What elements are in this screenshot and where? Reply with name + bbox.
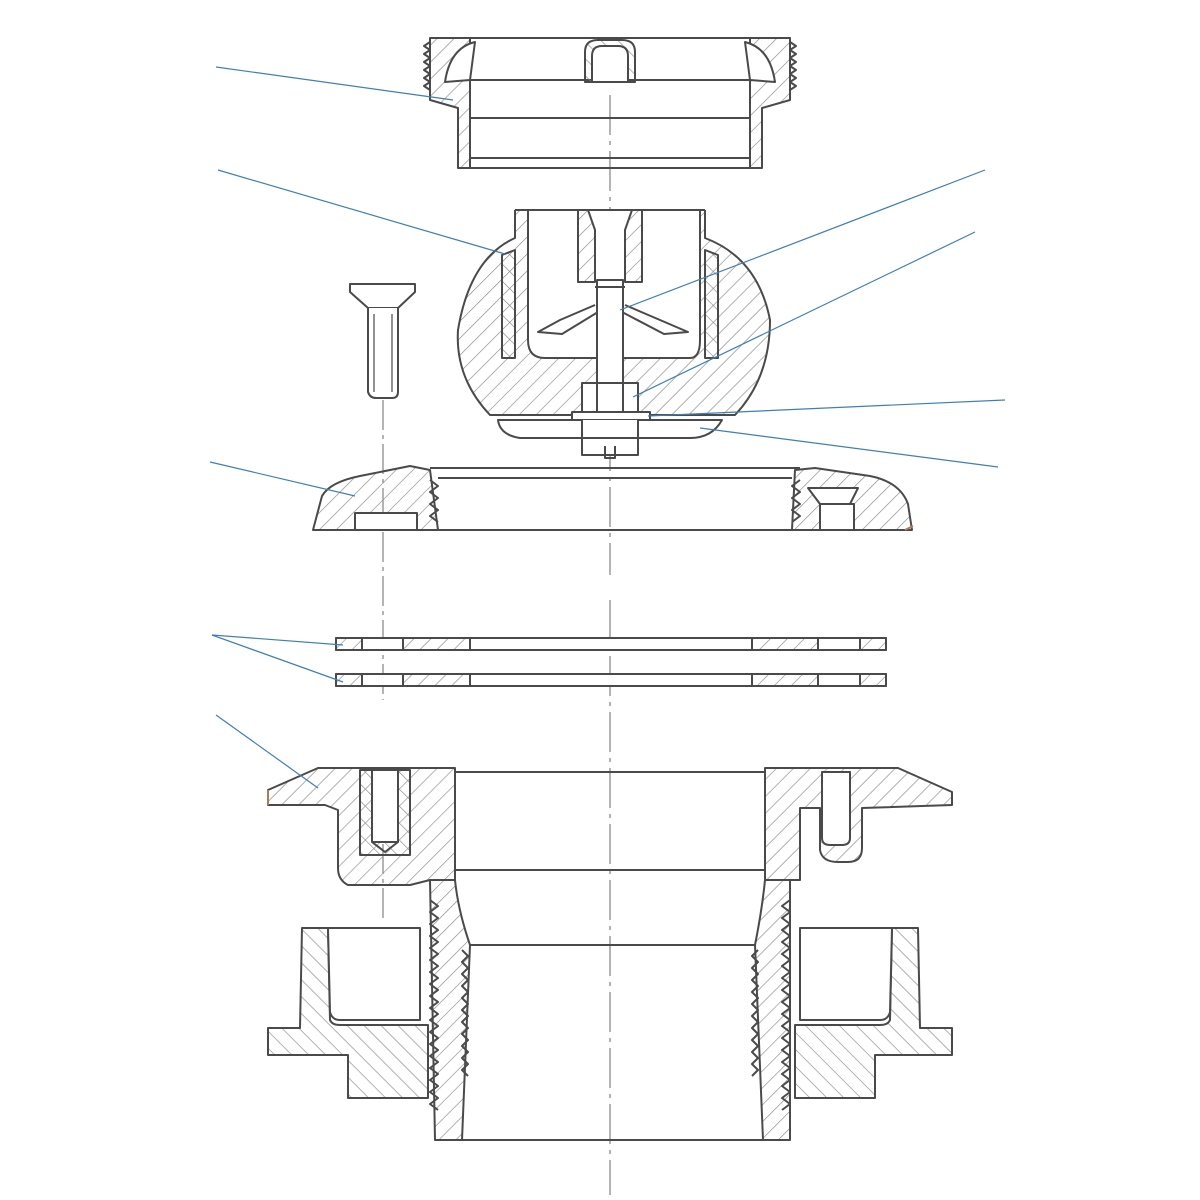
body-screw-hole-bottom	[371, 841, 399, 853]
leader-line-cap	[215, 66, 454, 101]
cap-nub-inner	[591, 45, 629, 83]
locknut-right	[794, 927, 953, 1099]
leader-line-body-flange	[215, 714, 319, 789]
accent-marks	[267, 525, 914, 805]
body-right-wall	[754, 879, 791, 1141]
leader-line-gasket-lower	[211, 634, 344, 683]
gasket-lower-seg-2	[402, 673, 471, 687]
spring-leg-right	[621, 304, 689, 335]
top-threaded-cap	[423, 37, 797, 169]
cap-left-thread	[423, 41, 431, 91]
body-flange-right	[764, 767, 953, 881]
stem-housing-left	[577, 209, 596, 283]
hex-nut	[581, 382, 639, 416]
countersunk-screw	[349, 283, 416, 399]
leader-line-stem	[619, 169, 986, 311]
body-left-thread	[429, 899, 439, 1111]
locknut-left	[267, 927, 429, 1099]
cap-left-curve	[444, 41, 476, 83]
leader-line-gasket-upper	[211, 634, 344, 646]
screw-head	[349, 283, 416, 309]
body-flange	[267, 767, 953, 886]
gasket-upper-seg-1	[335, 637, 363, 651]
gasket-lower-seg-1	[335, 673, 363, 687]
stem-slot	[604, 446, 616, 459]
flange-screw-slot	[354, 512, 418, 531]
leader-line-disc	[699, 427, 999, 468]
cap-right-curve	[744, 41, 776, 83]
cap-right-thread	[789, 41, 797, 91]
body-right-pocket	[821, 771, 851, 846]
washer	[571, 411, 651, 421]
stem-housing-right	[624, 209, 643, 283]
leader-lines	[209, 66, 1006, 789]
flange-left-thread	[429, 479, 439, 523]
dome-left-groove	[501, 249, 516, 359]
body-left-inner-thread	[461, 949, 469, 1077]
threaded-body-with-locknut	[267, 869, 953, 1141]
locknut-right-pocket	[799, 927, 893, 1021]
spring-leg-left	[537, 304, 599, 335]
gasket-lower	[335, 673, 887, 687]
gasket-upper	[335, 637, 887, 651]
flange-ring	[312, 465, 913, 531]
leader-line-washer	[647, 399, 1006, 417]
leader-line-dome	[217, 169, 506, 255]
body-right-thread	[781, 899, 791, 1111]
gasket-upper-seg-2	[402, 637, 471, 651]
gasket-lower-seg-3	[751, 673, 819, 687]
stem-rod	[596, 279, 624, 386]
body-right-inner-thread	[751, 949, 759, 1077]
accent-flange-ring-edge	[904, 525, 914, 531]
flange-right-thread	[791, 479, 801, 523]
body-screw-hole	[371, 769, 399, 843]
flange-screw-hole	[819, 503, 855, 531]
ball-dome-with-stem	[456, 209, 771, 459]
screw-shank	[367, 308, 399, 399]
gaskets	[335, 637, 887, 687]
gasket-upper-seg-4	[859, 637, 887, 651]
gasket-lower-seg-4	[859, 673, 887, 687]
dome-right-groove	[704, 249, 719, 359]
leader-line-flange-ring	[209, 461, 356, 497]
leader-line-nut	[632, 231, 976, 398]
locknut-left-pocket	[327, 927, 421, 1021]
gasket-upper-seg-3	[751, 637, 819, 651]
